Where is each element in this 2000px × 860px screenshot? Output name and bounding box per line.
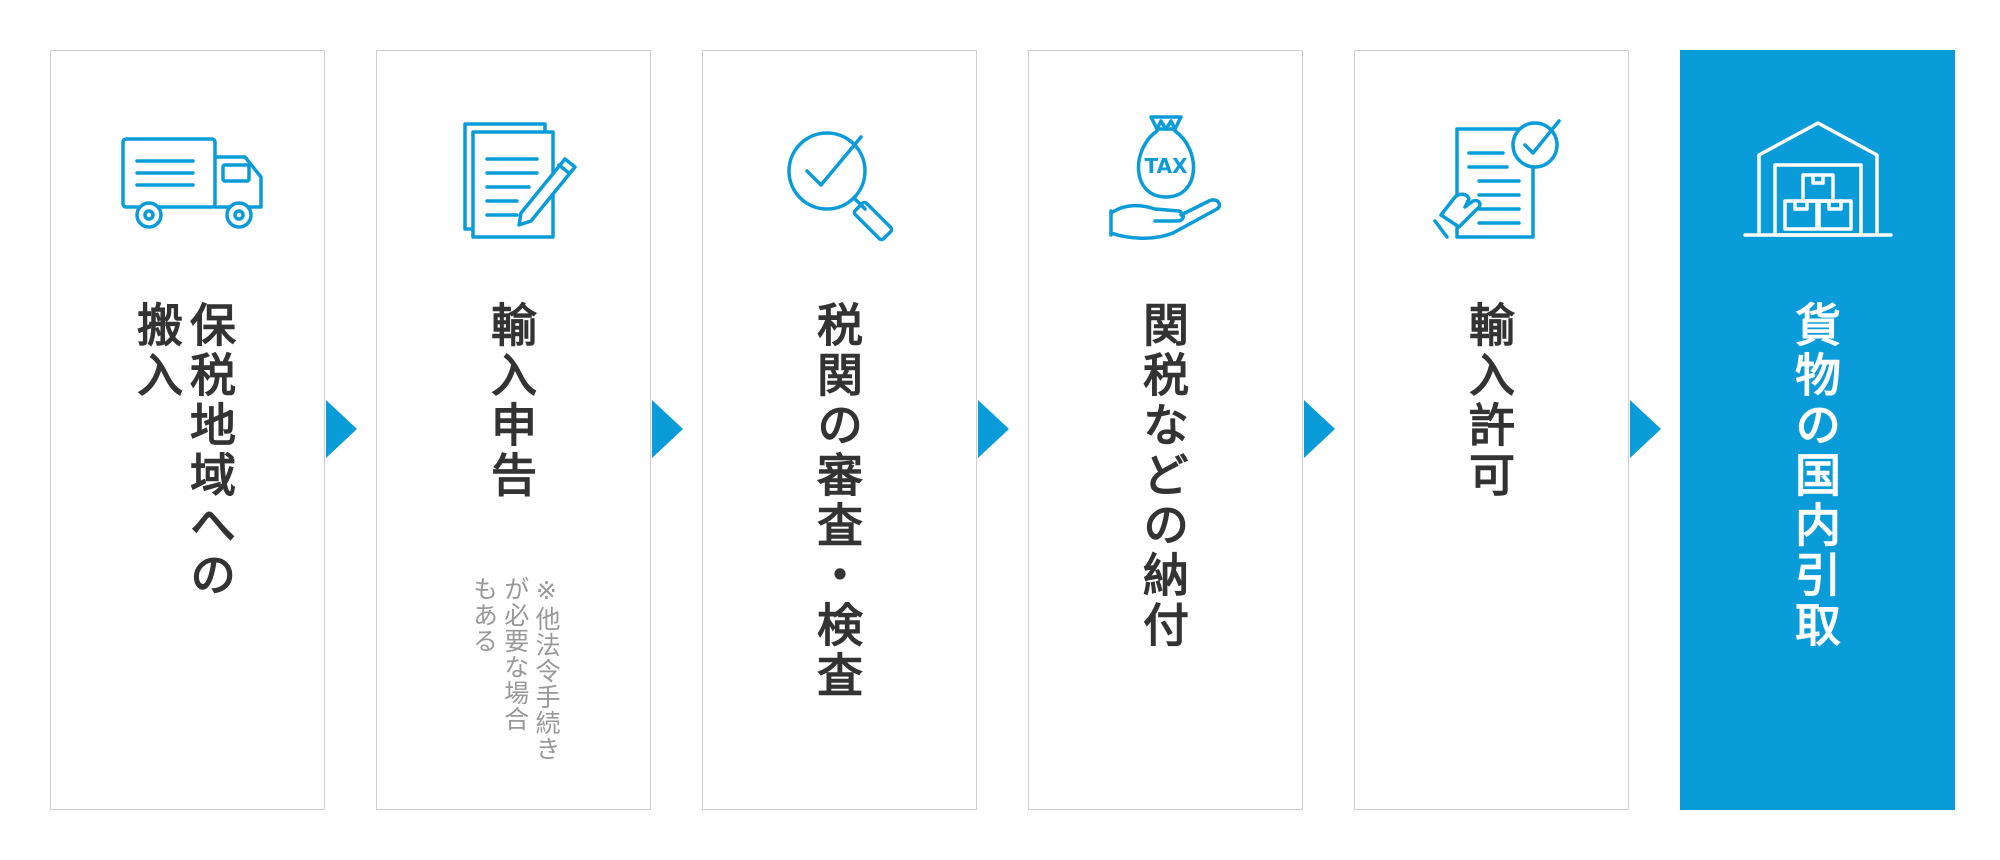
step-note: ※他法令手続きが必要な場合もある <box>469 576 562 762</box>
step-label: 輸入申告 <box>484 301 538 501</box>
warehouse-icon <box>1681 109 1954 249</box>
step-tax-payment: TAX 関税などの納付 <box>1028 50 1303 810</box>
tax-bag-hand-icon: TAX <box>1029 109 1302 249</box>
step-label: 貨物の国内引取 <box>1788 301 1842 651</box>
step-import-permit: 輸入許可 <box>1354 50 1629 810</box>
flow-arrow <box>1630 400 1661 458</box>
step-label: 輸入許可 <box>1462 301 1516 501</box>
magnifier-check-icon <box>703 109 976 249</box>
approval-document-icon <box>1355 109 1628 249</box>
step-domestic-pickup: 貨物の国内引取 <box>1680 50 1955 810</box>
flow-arrow <box>978 400 1009 458</box>
flow-arrow <box>652 400 683 458</box>
document-pen-icon <box>377 109 650 249</box>
flow-arrow <box>326 400 357 458</box>
flow-arrow <box>1304 400 1335 458</box>
step-label: 税関の審査・検査 <box>810 301 864 701</box>
step-label: 保税地域への搬入 <box>130 301 237 601</box>
step-customs-inspection: 税関の審査・検査 <box>702 50 977 810</box>
step-import-to-bonded-area: 保税地域への搬入 <box>50 50 325 810</box>
tax-label: TAX <box>1144 154 1188 178</box>
truck-icon <box>51 109 324 249</box>
step-import-declaration: 輸入申告 ※他法令手続きが必要な場合もある <box>376 50 651 810</box>
step-label: 関税などの納付 <box>1136 301 1190 651</box>
